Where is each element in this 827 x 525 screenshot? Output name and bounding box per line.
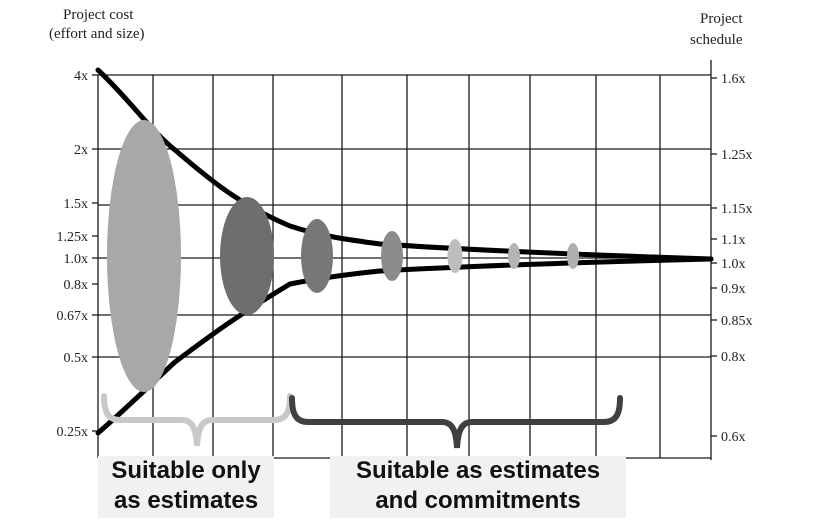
uncertainty-ellipse <box>567 243 579 269</box>
uncertainty-ellipse <box>301 219 333 293</box>
left-tick-label: 1.0x <box>64 252 89 267</box>
estimates-only-callout: Suitable only as estimates <box>98 456 274 518</box>
cone-upper-curve <box>95 67 714 262</box>
right-axis-title-line2: schedule <box>690 32 743 48</box>
left-tick-label: 1.25x <box>57 230 89 245</box>
right-curly-bracket <box>289 395 623 449</box>
left-curly-bracket <box>101 393 293 447</box>
left-axis-title-line1: Project cost <box>63 7 134 23</box>
right-axis-tick-labels: 1.6x 1.25x 1.15x 1.1x 1.0x 0.9x 0.85x 0.… <box>721 72 753 445</box>
uncertainty-ellipses <box>107 120 579 392</box>
right-tick-label: 1.15x <box>721 202 753 217</box>
estimates-commitments-label-line1: Suitable as estimates <box>355 457 601 484</box>
right-tick-label: 0.9x <box>721 282 746 297</box>
left-axis-tick-marks <box>92 74 98 432</box>
right-tick-label: 0.6x <box>721 430 746 445</box>
right-axis-tick-marks <box>711 77 717 437</box>
right-tick-label: 1.0x <box>721 257 746 272</box>
estimates-commitments-label-line2: and commitments <box>375 487 581 514</box>
uncertainty-ellipse <box>107 120 181 392</box>
left-tick-label: 4x <box>74 69 88 84</box>
estimates-only-label-line1: Suitable only <box>111 457 261 484</box>
uncertainty-ellipse <box>447 239 463 273</box>
right-tick-label: 0.85x <box>721 314 753 329</box>
left-axis-tick-labels: 4x 2x 1.5x 1.25x 1.0x 0.8x 0.67x 0.5x 0.… <box>57 69 89 440</box>
left-tick-label: 2x <box>74 143 88 158</box>
estimates-only-label-line2: as estimates <box>113 487 259 514</box>
right-tick-label: 0.8x <box>721 350 746 365</box>
estimates-and-commitments-callout: Suitable as estimates and commitments <box>330 456 626 518</box>
right-axis-title-line1: Project <box>700 11 743 27</box>
right-tick-label: 1.6x <box>721 72 746 87</box>
uncertainty-ellipse <box>508 243 520 269</box>
right-tick-label: 1.1x <box>721 233 746 248</box>
uncertainty-ellipse <box>381 231 403 281</box>
right-tick-label: 1.25x <box>721 148 753 163</box>
left-tick-label: 0.67x <box>57 309 89 324</box>
left-tick-label: 0.25x <box>57 425 89 440</box>
left-tick-label: 1.5x <box>64 197 89 212</box>
left-axis-title-line2: (effort and size) <box>49 26 145 42</box>
left-tick-label: 0.8x <box>64 278 89 293</box>
left-tick-label: 0.5x <box>64 351 89 366</box>
uncertainty-ellipse <box>220 197 274 315</box>
